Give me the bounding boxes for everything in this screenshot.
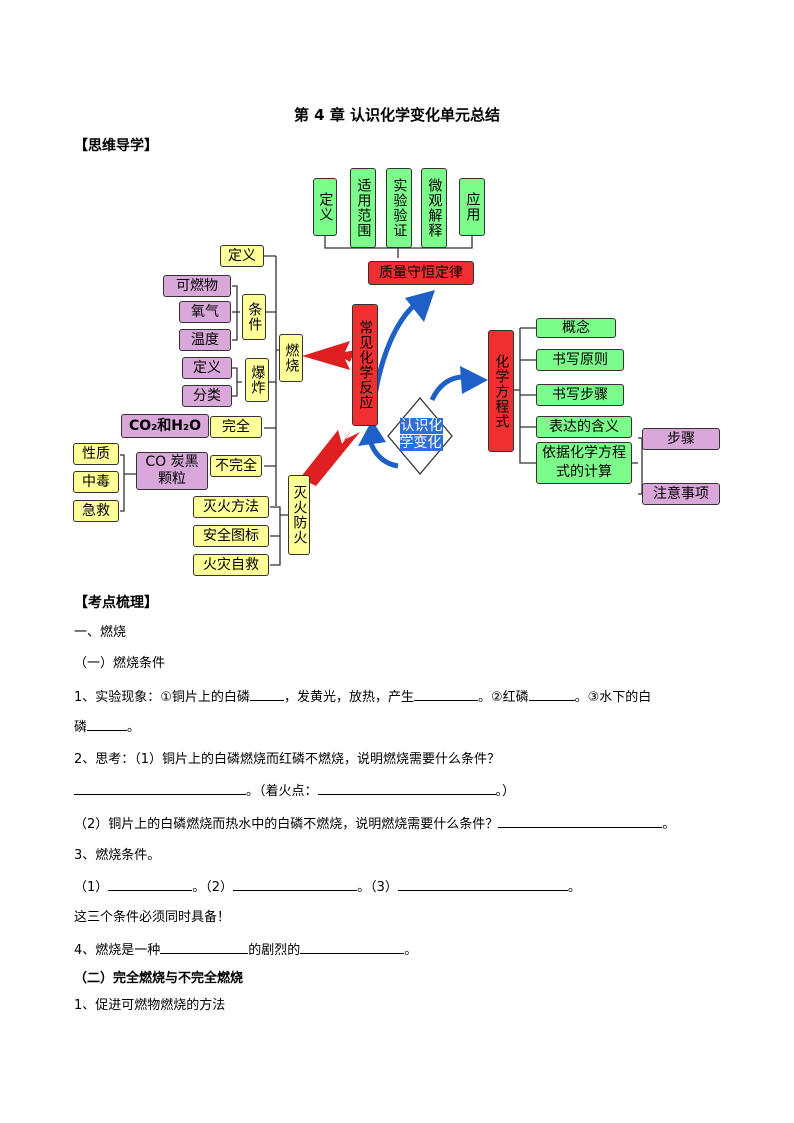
explosion-definition-box: 定义 [182, 357, 232, 379]
complete-box: 完全 [210, 416, 262, 438]
question-2: 2、思考：（1）铜片上的白磷燃烧而红磷不燃烧，说明燃烧需要什么条件？ [74, 752, 501, 767]
incomplete-box: 不完全 [210, 455, 262, 477]
heading-complete-combustion: （二）完全燃烧与不完全燃烧 [74, 971, 244, 986]
law-micro-box: 微观解释 [421, 168, 447, 248]
question-5: 1、促进可燃物燃烧的方法 [74, 998, 226, 1013]
co-firstaid-box: 急救 [73, 500, 119, 522]
eq-principle-box: 书写原则 [536, 349, 624, 371]
law-application-box: 应用 [459, 178, 485, 236]
question-1-cont: 磷。 [74, 720, 141, 735]
eq-concept-box: 概念 [536, 318, 616, 338]
question-2b: （2）铜片上的白磷燃烧而热水中的白磷不燃烧，说明燃烧需要什么条件？。 [74, 817, 676, 832]
question-3-blanks: （1）。（2）。（3）。 [74, 880, 581, 895]
law-box: 质量守恒定律 [368, 261, 474, 285]
fire-selfrescue-box: 火灾自救 [193, 554, 269, 576]
arrow-to-fire [300, 430, 360, 486]
eq-calculation-box: 依据化学方程式的计算 [536, 442, 632, 484]
heading-conditions: （一）燃烧条件 [74, 656, 166, 671]
law-definition-box: 定义 [313, 178, 337, 236]
co-poisoning-box: 中毒 [73, 471, 119, 493]
question-1: 1、实验现象：①铜片上的白磷，发黄光，放热，产生。②红磷。③水下的白 [74, 690, 652, 705]
incomplete-products-box: CO 炭黑颗粒 [136, 452, 208, 490]
arrow-to-burn [302, 341, 355, 370]
explosion-types-box: 分类 [182, 385, 232, 407]
equation-box: 化学方程式 [488, 330, 514, 452]
complete-products-box: CO₂和H₂O [121, 414, 209, 438]
common-reaction-box: 常见化学反应 [352, 304, 378, 426]
burn-box: 燃烧 [279, 334, 303, 382]
extinguish-methods-box: 灭火方法 [193, 496, 269, 518]
safety-signs-box: 安全图标 [193, 525, 269, 547]
burn-definition-box: 定义 [220, 245, 264, 267]
law-experiment-box: 实验验证 [386, 168, 412, 248]
law-scope-box: 适用范围 [350, 168, 376, 248]
oxygen-box: 氧气 [179, 301, 231, 323]
page-title: 第 4 章 认识化学变化单元总结 [293, 106, 501, 124]
heading-burning: 一、燃烧 [74, 625, 127, 640]
calc-steps-box: 步骤 [642, 428, 720, 450]
co-property-box: 性质 [73, 443, 119, 465]
calc-notes-box: 注意事项 [642, 483, 720, 505]
question-2-answer: 。（着火点：。） [74, 782, 515, 801]
section-review-heading: 【考点梳理】 [74, 595, 158, 611]
explosion-box: 爆炸 [245, 358, 269, 402]
question-4: 4、燃烧是一种的剧烈的。 [74, 943, 418, 958]
question-3: 3、燃烧条件。 [74, 848, 161, 863]
eq-meaning-box: 表达的含义 [536, 416, 632, 438]
center-topic: 认识化学变化 [399, 418, 443, 451]
conditions-note: 这三个条件必须同时具备！ [74, 910, 231, 925]
temperature-box: 温度 [179, 329, 231, 351]
combustible-box: 可燃物 [163, 275, 231, 297]
eq-steps-box: 书写步骤 [536, 384, 624, 406]
mindmap-connectors [120, 236, 643, 566]
section-mindmap-heading: 【思维导学】 [74, 138, 158, 154]
condition-box: 条件 [242, 294, 266, 340]
fire-prevention-box: 灭火防火 [288, 475, 310, 555]
